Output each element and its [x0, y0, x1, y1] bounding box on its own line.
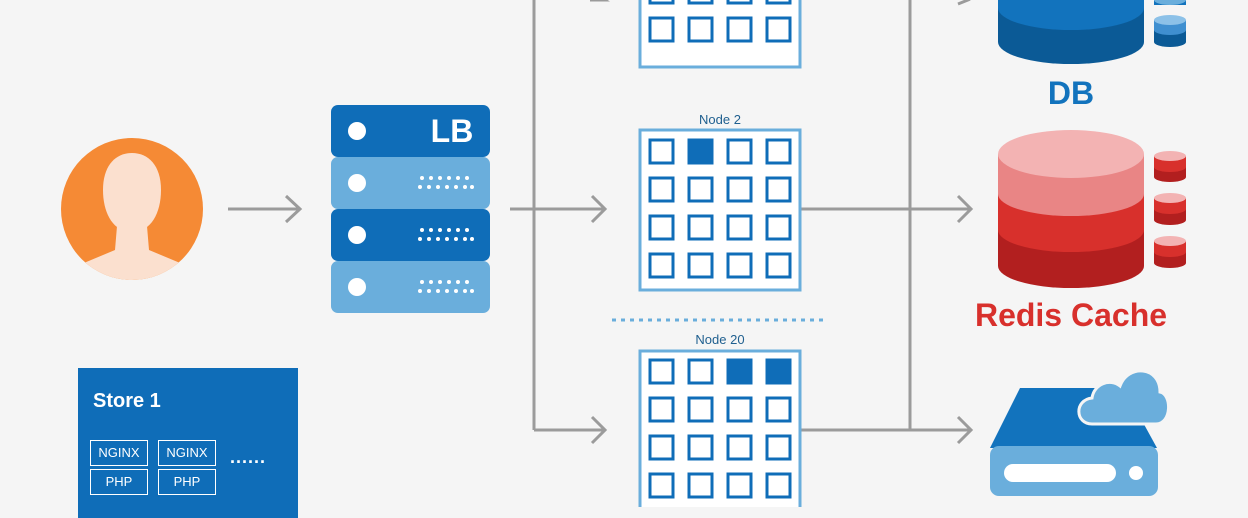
grid-cell — [687, 176, 714, 203]
grid-cell — [648, 176, 675, 203]
store-title: Store 1 — [93, 390, 161, 412]
grid-cell — [648, 358, 675, 385]
grid-cell — [726, 434, 753, 461]
led-dots — [418, 176, 474, 293]
grid-cell — [726, 16, 753, 43]
node-20: Node 20 — [638, 332, 802, 507]
grid-cell — [765, 0, 792, 5]
nginx-box: NGINX — [158, 440, 216, 466]
grid-cell — [765, 252, 792, 279]
store-more-ellipsis: ...... — [230, 447, 267, 467]
grid-cell — [687, 434, 714, 461]
grid-cell — [648, 16, 675, 43]
grid-cell — [726, 252, 753, 279]
grid-cell — [648, 214, 675, 241]
store-item: NGINX PHP — [158, 440, 216, 498]
node-2-label: Node 2 — [699, 112, 741, 127]
grid-cell — [687, 0, 714, 5]
store-panel: Store 1 NGINX PHP NGINX PHP ...... — [78, 368, 298, 518]
grid-cell — [726, 0, 753, 5]
db-icon — [998, 0, 1186, 64]
architecture-diagram: LB Node 2 Node 20 DB — [61, 0, 1186, 507]
grid-cell — [648, 472, 675, 499]
redis-label: Redis Cache — [975, 297, 1167, 333]
node-2: Node 2 — [638, 112, 802, 292]
node-20-label: Node 20 — [695, 332, 744, 347]
grid-cell — [648, 0, 675, 5]
store-item: NGINX PHP — [90, 440, 148, 498]
grid-cell — [687, 214, 714, 241]
connectors — [228, 0, 974, 445]
grid-cell — [687, 472, 714, 499]
lb-label: LB — [431, 113, 474, 149]
redis-cache-icon — [998, 130, 1186, 288]
grid-cell-active — [687, 138, 714, 165]
grid-cell — [765, 472, 792, 499]
grid-cell — [726, 138, 753, 165]
grid-cell — [648, 434, 675, 461]
grid-cell — [765, 434, 792, 461]
grid-cell — [726, 176, 753, 203]
user-icon — [61, 138, 203, 280]
php-box: PHP — [158, 469, 216, 495]
grid-cell — [648, 396, 675, 423]
grid-cell — [726, 396, 753, 423]
grid-cell-active — [765, 358, 792, 385]
grid-cell — [765, 176, 792, 203]
grid-cell — [648, 252, 675, 279]
grid-cell — [765, 138, 792, 165]
nginx-box: NGINX — [90, 440, 148, 466]
grid-cell — [726, 472, 753, 499]
grid-cell — [687, 358, 714, 385]
node-1 — [638, 0, 802, 69]
grid-cell — [765, 396, 792, 423]
grid-cell-active — [726, 358, 753, 385]
php-box: PHP — [90, 469, 148, 495]
cloud-icon — [1077, 369, 1170, 426]
db-label: DB — [1048, 75, 1094, 111]
grid-cell — [687, 396, 714, 423]
grid-cell — [726, 214, 753, 241]
grid-cell — [648, 138, 675, 165]
grid-cell — [765, 16, 792, 43]
grid-cell — [687, 16, 714, 43]
cloud-storage-icon — [990, 369, 1170, 496]
grid-cell — [765, 214, 792, 241]
grid-cell — [687, 252, 714, 279]
load-balancer: LB — [331, 105, 490, 313]
